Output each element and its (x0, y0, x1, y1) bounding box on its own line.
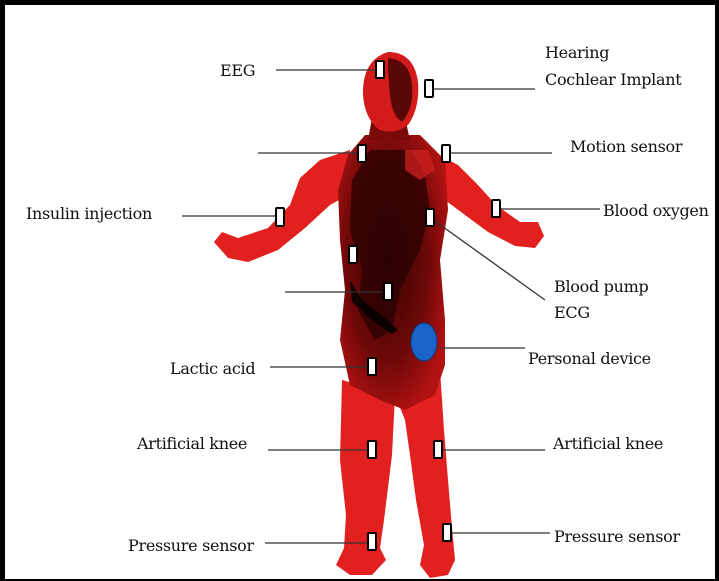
motion-sensor-left (358, 145, 366, 162)
label-lactic-acid: Lactic acid (170, 358, 255, 380)
cochlear-sensor (425, 80, 433, 97)
label-pressure-sensor-left: Pressure sensor (128, 535, 254, 557)
label-personal-device: Personal device (528, 348, 651, 370)
label-ecg: ECG (554, 302, 590, 324)
human-body (214, 52, 544, 578)
insulin-sensor (276, 208, 284, 226)
label-cochlear-implant: Cochlear Implant (545, 69, 681, 91)
chest-sensor (349, 246, 357, 263)
eeg-sensor (376, 61, 384, 78)
label-motion-sensor: Motion sensor (570, 136, 682, 158)
label-eeg: EEG (220, 60, 255, 82)
label-artificial-knee-right: Artificial knee (553, 433, 663, 455)
knee-sensor-left (368, 441, 376, 458)
abdomen-sensor (384, 283, 392, 300)
pressure-sensor-right (443, 524, 451, 541)
label-blood-pump: Blood pump (554, 276, 648, 298)
label-pressure-sensor-right: Pressure sensor (554, 526, 680, 548)
personal-device-marker (411, 323, 437, 361)
label-artificial-knee-left: Artificial knee (137, 433, 247, 455)
label-hearing: Hearing (545, 42, 609, 64)
blood-pump-sensor (426, 209, 434, 226)
blood-oxygen-sensor (492, 200, 500, 217)
left-leg (336, 380, 395, 575)
left-arm (214, 150, 350, 262)
label-blood-oxygen: Blood oxygen (603, 200, 709, 222)
lactic-acid-sensor (368, 358, 376, 375)
motion-sensor-right (442, 145, 450, 162)
label-insulin-injection: Insulin injection (26, 203, 152, 225)
pressure-sensor-left (368, 533, 376, 550)
knee-sensor-right (434, 441, 442, 458)
